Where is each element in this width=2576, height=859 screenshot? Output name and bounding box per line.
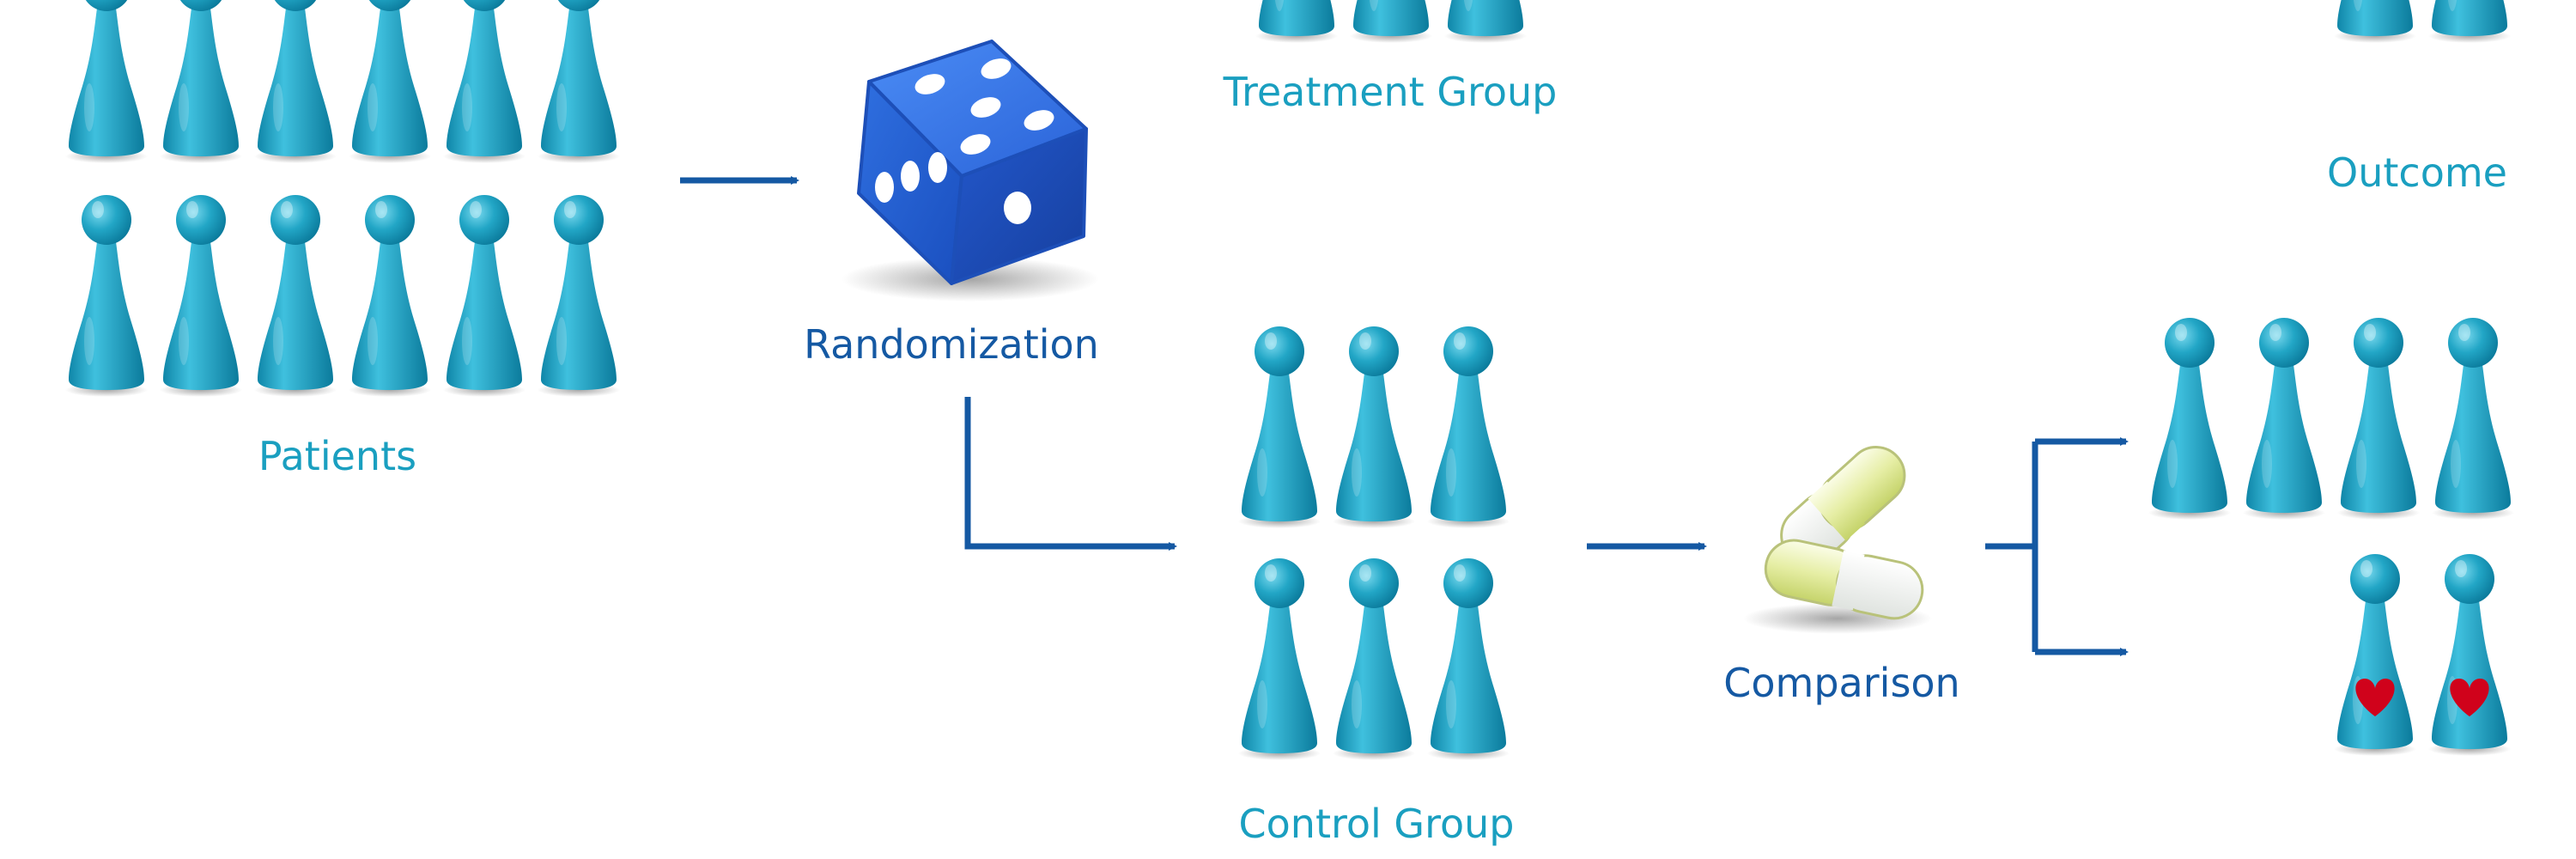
control-pawn [1238,558,1321,760]
control-group-label: Control Group [1238,801,1515,847]
control-pawn [1427,326,1510,528]
patient-pawn [65,0,148,163]
patient-pawn [538,195,620,397]
outcome-pawn [2334,0,2416,43]
comparison-label: Comparison [1723,660,1960,706]
randomization-label: Randomization [804,321,1099,368]
outcome-healthy-pawn [2337,318,2420,520]
arrow-randomization-to-control [964,397,1177,551]
heart-icon [2355,679,2395,716]
control-pawn [1333,326,1415,528]
patient-pawn [65,195,148,397]
capsule-pills-icon [1743,446,1932,634]
patient-pawn [349,195,431,397]
control-pawn [1427,558,1510,760]
outcome-affected-pawn [2428,554,2511,756]
treatment-group-label: Treatment Group [1223,69,1558,115]
patient-pawn [160,195,242,397]
patients-label: Patients [258,433,417,479]
patient-pawn [160,0,242,163]
treatment-pawn [1444,0,1527,43]
control-pawn [1333,558,1415,760]
patient-pawn [443,195,526,397]
outcome-healthy-pawn [2148,318,2231,520]
patient-pawn [538,0,620,163]
pawn-groups [65,0,2514,760]
heart-icon [2450,679,2489,716]
patient-pawn [443,0,526,163]
flow-arrows [680,176,2129,656]
treatment-pawn [1255,0,1338,43]
outcome-affected-pawn [2334,554,2416,756]
outcome-healthy-pawn [2432,318,2514,520]
outcome-pawn [2428,0,2511,43]
control-pawn [1238,326,1321,528]
dice-icon [841,40,1099,302]
outcome-label: Outcome [2327,149,2507,196]
patient-pawn [254,0,337,163]
outcome-healthy-pawn [2243,318,2325,520]
treatment-pawn [1350,0,1432,43]
patient-pawn [349,0,431,163]
patient-pawn [254,195,337,397]
